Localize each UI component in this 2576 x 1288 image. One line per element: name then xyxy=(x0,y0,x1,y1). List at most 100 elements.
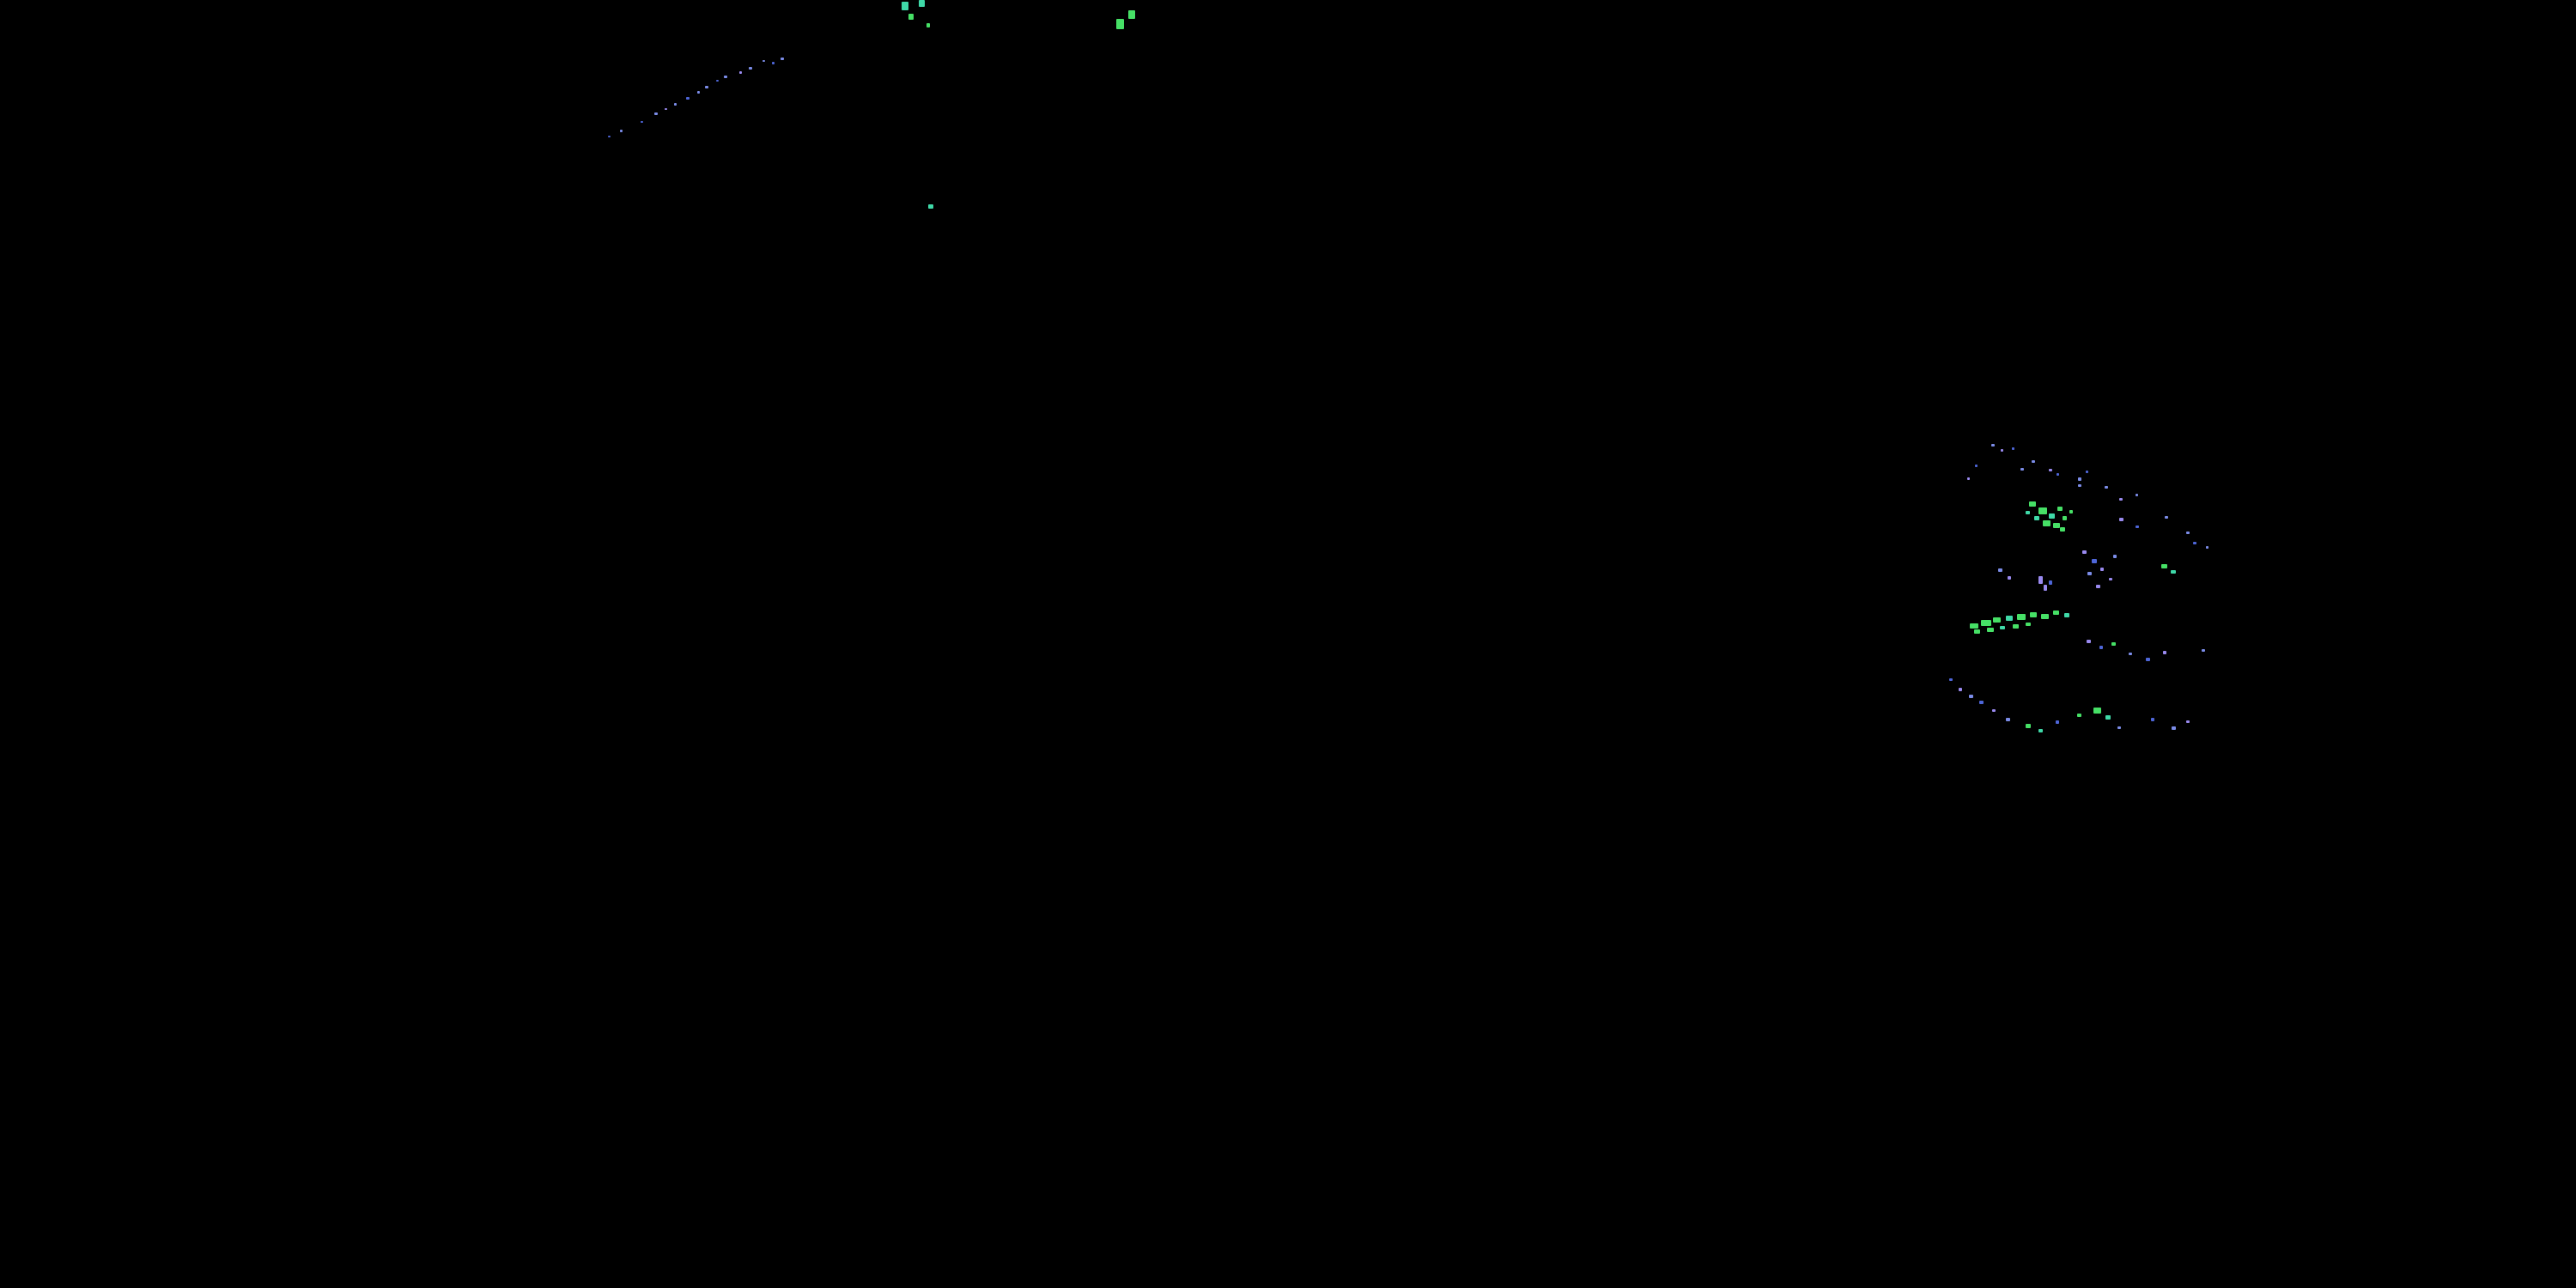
speckle-point xyxy=(2171,570,2176,574)
speckle-point xyxy=(1981,620,1991,626)
speckle-point xyxy=(2206,546,2208,549)
speckle-point xyxy=(2008,576,2011,580)
speckle-point xyxy=(716,80,719,82)
speckle-point xyxy=(2057,473,2059,476)
speckle-point xyxy=(2078,484,2081,487)
speckle-point xyxy=(2117,726,2121,729)
speckle-point xyxy=(928,204,933,209)
speckle-point xyxy=(2202,649,2205,652)
speckle-point xyxy=(1116,19,1124,29)
speckle-point xyxy=(2049,580,2052,585)
speckle-point xyxy=(2044,585,2047,591)
speckle-point xyxy=(1987,628,1994,632)
speckle-point xyxy=(2000,626,2005,629)
speckle-point xyxy=(2129,653,2132,655)
speckle-point xyxy=(2119,518,2123,521)
speckle-point xyxy=(1949,678,1953,681)
speckle-point xyxy=(2049,513,2055,519)
speckle-point xyxy=(2078,477,2081,481)
speckle-point xyxy=(2109,578,2112,580)
speckle-point xyxy=(1992,709,1996,712)
speckle-point xyxy=(2049,469,2052,471)
speckle-point xyxy=(724,76,727,78)
speckle-point xyxy=(2096,585,2100,588)
speckle-point xyxy=(2020,468,2024,471)
speckle-point xyxy=(2032,460,2035,463)
speckle-point xyxy=(654,112,658,115)
speckle-point xyxy=(2093,708,2101,714)
speckle-point xyxy=(762,60,765,62)
speckle-point xyxy=(1993,617,2001,623)
speckle-point xyxy=(2001,449,2003,452)
speckle-point xyxy=(2057,507,2063,511)
speckle-point xyxy=(1959,688,1962,691)
speckle-point xyxy=(2017,614,2026,620)
speckle-point xyxy=(2163,651,2166,654)
speckle-point xyxy=(2006,616,2013,621)
speckle-point xyxy=(705,86,708,88)
speckle-point xyxy=(2099,646,2103,649)
speckle-point xyxy=(2006,718,2010,721)
speckle-point xyxy=(608,136,611,137)
speckle-point xyxy=(2087,572,2092,575)
speckle-point xyxy=(2056,720,2059,724)
speckle-point xyxy=(739,71,742,74)
speckle-point xyxy=(2038,507,2047,514)
speckle-point xyxy=(2060,527,2065,532)
speckle-point xyxy=(2161,564,2167,568)
speckle-point xyxy=(2013,624,2019,629)
speckle-point xyxy=(749,67,752,70)
speckle-point xyxy=(686,97,690,100)
speckle-point xyxy=(1998,568,2002,572)
speckle-point xyxy=(2193,542,2196,544)
speckle-point xyxy=(674,103,677,106)
speckle-point xyxy=(1128,10,1135,19)
speckle-point xyxy=(2105,486,2108,489)
speckle-point xyxy=(2034,516,2039,520)
speckle-point xyxy=(1967,477,1970,480)
speckle-point xyxy=(2086,471,2088,473)
speckle-point xyxy=(2186,532,2190,534)
speckle-point xyxy=(2030,612,2037,617)
speckle-point xyxy=(2026,623,2031,626)
speckle-point xyxy=(908,14,914,20)
speckle-point xyxy=(1969,695,1973,698)
speckle-point xyxy=(927,23,930,27)
speckle-point xyxy=(641,121,643,123)
speckle-point xyxy=(2136,526,2139,528)
speckle-point xyxy=(2136,494,2138,496)
speckle-point xyxy=(2100,568,2104,571)
speckle-point xyxy=(2064,613,2069,617)
speckle-point xyxy=(665,108,667,110)
speckle-point xyxy=(2111,642,2116,646)
speckle-point xyxy=(2113,555,2117,558)
speckle-point xyxy=(2041,614,2049,619)
speckle-point xyxy=(2026,724,2031,728)
speckle-point xyxy=(902,2,908,10)
speckle-point xyxy=(2029,501,2036,507)
speckle-point xyxy=(2053,611,2059,615)
speckle-point xyxy=(919,0,925,7)
speckle-point xyxy=(2146,658,2150,661)
speckle-point xyxy=(2026,511,2030,514)
speckle-point xyxy=(2119,498,2123,501)
speckle-point xyxy=(2186,720,2190,723)
speckle-point xyxy=(2069,510,2073,513)
speckle-point xyxy=(2087,640,2091,643)
speckle-point xyxy=(2012,447,2014,450)
speckle-point xyxy=(2172,726,2176,730)
speckle-point xyxy=(697,91,700,94)
speckle-point xyxy=(2082,550,2087,554)
speckle-point xyxy=(1970,623,1978,629)
speckle-point xyxy=(1974,629,1980,634)
speckle-point xyxy=(2151,718,2154,721)
speckle-point xyxy=(2043,520,2050,526)
speckle-point xyxy=(781,58,784,60)
speckle-point xyxy=(620,130,623,132)
speckle-point xyxy=(2105,715,2111,720)
speckle-point xyxy=(772,62,775,64)
speckle-point xyxy=(2092,559,2097,563)
speckle-point xyxy=(2038,576,2043,584)
